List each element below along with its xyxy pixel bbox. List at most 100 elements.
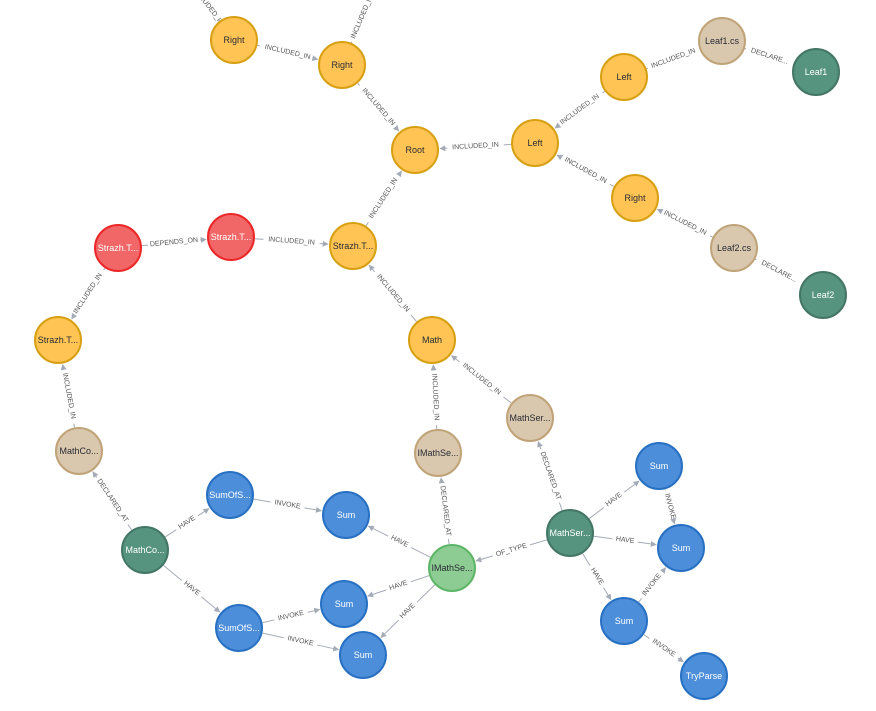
node-tryparse[interactable]: TryParse [680, 652, 728, 700]
edge-mathSerGreen-sum6[interactable]: HAVE [582, 553, 612, 601]
node-circle[interactable] [55, 427, 103, 475]
node-mathcogreen[interactable]: MathCo... [121, 526, 169, 574]
node-circle[interactable] [657, 524, 705, 572]
edge-leaf2cs-right3[interactable]: INCLUDED_IN [656, 208, 713, 238]
edge-strazhT-root[interactable]: INCLUDED_IN [365, 170, 402, 227]
node-circle[interactable] [611, 174, 659, 222]
node-leaf2cs[interactable]: Leaf2.cs [710, 224, 758, 272]
node-imathsetan[interactable]: IMathSe... [414, 429, 462, 477]
node-root[interactable]: Root [391, 126, 439, 174]
node-leaf2[interactable]: Leaf2 [799, 271, 847, 319]
node-circle[interactable] [121, 526, 169, 574]
node-strazhred2[interactable]: Strazh.T... [207, 213, 255, 261]
edge-mathSerTan-math[interactable]: INCLUDED_IN [451, 355, 512, 404]
edge-right1-right2[interactable]: INCLUDED_IN [257, 44, 319, 62]
node-circle[interactable] [600, 597, 648, 645]
edge-right3-left2[interactable]: INCLUDED_IN [556, 154, 615, 187]
edge-mathSerGreen-sum5[interactable]: HAVE [593, 535, 657, 547]
node-circle[interactable] [635, 442, 683, 490]
edge-right2-root[interactable]: INCLUDED_IN [357, 82, 400, 132]
node-sum6[interactable]: Sum [600, 597, 648, 645]
node-mathcotan[interactable]: MathCo... [55, 427, 103, 475]
node-mathsertan[interactable]: MathSer... [506, 394, 554, 442]
node-circle[interactable] [710, 224, 758, 272]
node-sumofs2[interactable]: SumOfS... [215, 604, 263, 652]
edge-sumOfS2-sum2[interactable]: INVOKE [262, 607, 321, 624]
edge-strazhRed2-strazhT[interactable]: INCLUDED_IN [254, 236, 329, 247]
edge-offscreen-right2[interactable]: INCLUDED_IN [346, 0, 375, 49]
node-right1[interactable]: Right [210, 16, 258, 64]
edge-imathSeTan-math[interactable]: INCLUDED_IN [430, 364, 440, 430]
node-circle[interactable] [799, 271, 847, 319]
node-left2[interactable]: Left [511, 119, 559, 167]
node-circle[interactable] [206, 471, 254, 519]
edge-left2-root[interactable]: INCLUDED_IN [439, 142, 512, 152]
edge-label: INCLUDED_IN [368, 177, 399, 220]
edge-mathSerGreen-sum4[interactable]: HAVE [588, 480, 640, 519]
edge-mathSerGreen-mathSerTan[interactable]: DECLARED_AT [537, 441, 563, 511]
edge-mathCoTan-strazhLeft[interactable]: INCLUDED_IN [60, 363, 77, 428]
node-circle[interactable] [511, 119, 559, 167]
edge-imathSeGreen-sum1[interactable]: HAVE [367, 525, 431, 558]
edge-imathSeGreen-imathSeTan[interactable]: DECLARED_AT [439, 477, 452, 545]
edge-leaf1cs-left1[interactable]: INCLUDED_IN [641, 47, 701, 74]
node-sum1[interactable]: Sum [322, 491, 370, 539]
node-circle[interactable] [320, 580, 368, 628]
edge-mathSerGreen-imathSeGreen[interactable]: OF_TYPE [475, 539, 548, 563]
edge-line-segment [447, 538, 450, 545]
edge-imathSeGreen-sum2[interactable]: HAVE [367, 575, 430, 598]
node-strazhleft[interactable]: Strazh.T... [34, 316, 82, 364]
edge-arrow-segment [392, 124, 400, 132]
edge-mathCoGreen-sumOfS1[interactable]: HAVE [164, 508, 210, 538]
node-sum4[interactable]: Sum [635, 442, 683, 490]
edge-left1-left2[interactable]: INCLUDED_IN [554, 90, 606, 129]
node-sum2[interactable]: Sum [320, 580, 368, 628]
node-imathsegreen[interactable]: IMathSe... [428, 544, 476, 592]
edge-sum4-sum5[interactable]: INVOKE [663, 489, 677, 525]
node-strazht[interactable]: Strazh.T... [329, 222, 377, 270]
node-circle[interactable] [546, 509, 594, 557]
node-circle[interactable] [680, 652, 728, 700]
node-math[interactable]: Math [408, 316, 456, 364]
node-sumofs1[interactable]: SumOfS... [206, 471, 254, 519]
node-circle[interactable] [318, 41, 366, 89]
node-leaf1[interactable]: Leaf1 [792, 48, 840, 96]
edge-sum6-tryParse[interactable]: INVOKE [643, 634, 684, 663]
node-circle[interactable] [34, 316, 82, 364]
node-circle[interactable] [792, 48, 840, 96]
edge-leaf2-leaf2cs[interactable]: DECLARE... [749, 254, 803, 285]
node-circle[interactable] [339, 631, 387, 679]
edge-mathCoGreen-mathCoTan[interactable]: DECLARED_AT [92, 471, 133, 531]
node-circle[interactable] [414, 429, 462, 477]
edge-mathCoGreen-sumOfS2[interactable]: HAVE [163, 564, 221, 613]
node-circle[interactable] [408, 316, 456, 364]
edge-sum6-sum5[interactable]: INVOKE [638, 567, 667, 603]
edge-sumOfS1-sum1[interactable]: INVOKE [253, 498, 322, 513]
node-circle[interactable] [506, 394, 554, 442]
node-circle[interactable] [698, 17, 746, 65]
node-circle[interactable] [391, 126, 439, 174]
edge-leaf1-leaf1cs[interactable]: DECLARE... [739, 44, 795, 66]
edge-strazhRed1-strazhLeft[interactable]: INCLUDED_IN [71, 267, 106, 320]
edge-strazhRed1-strazhRed2[interactable]: DEPENDS_ON [141, 237, 207, 249]
node-sum3[interactable]: Sum [339, 631, 387, 679]
node-circle[interactable] [329, 222, 377, 270]
node-mathsergreen[interactable]: MathSer... [546, 509, 594, 557]
node-left1[interactable]: Left [600, 53, 648, 101]
node-strazhred1[interactable]: Strazh.T... [94, 224, 142, 272]
node-circle[interactable] [322, 491, 370, 539]
edge-math-strazhT[interactable]: INCLUDED_IN [368, 264, 417, 322]
node-sum5[interactable]: Sum [657, 524, 705, 572]
node-right3[interactable]: Right [611, 174, 659, 222]
node-leaf1cs[interactable]: Leaf1.cs [698, 17, 746, 65]
node-circle[interactable] [215, 604, 263, 652]
node-circle[interactable] [210, 16, 258, 64]
node-circle[interactable] [428, 544, 476, 592]
node-circle[interactable] [600, 53, 648, 101]
node-circle[interactable] [94, 224, 142, 272]
node-circle[interactable] [207, 213, 255, 261]
node-right2[interactable]: Right [318, 41, 366, 89]
edge-sumOfS2-sum3[interactable]: INVOKE [262, 632, 340, 652]
edge-imathSeGreen-sum3[interactable]: HAVE [380, 584, 436, 638]
